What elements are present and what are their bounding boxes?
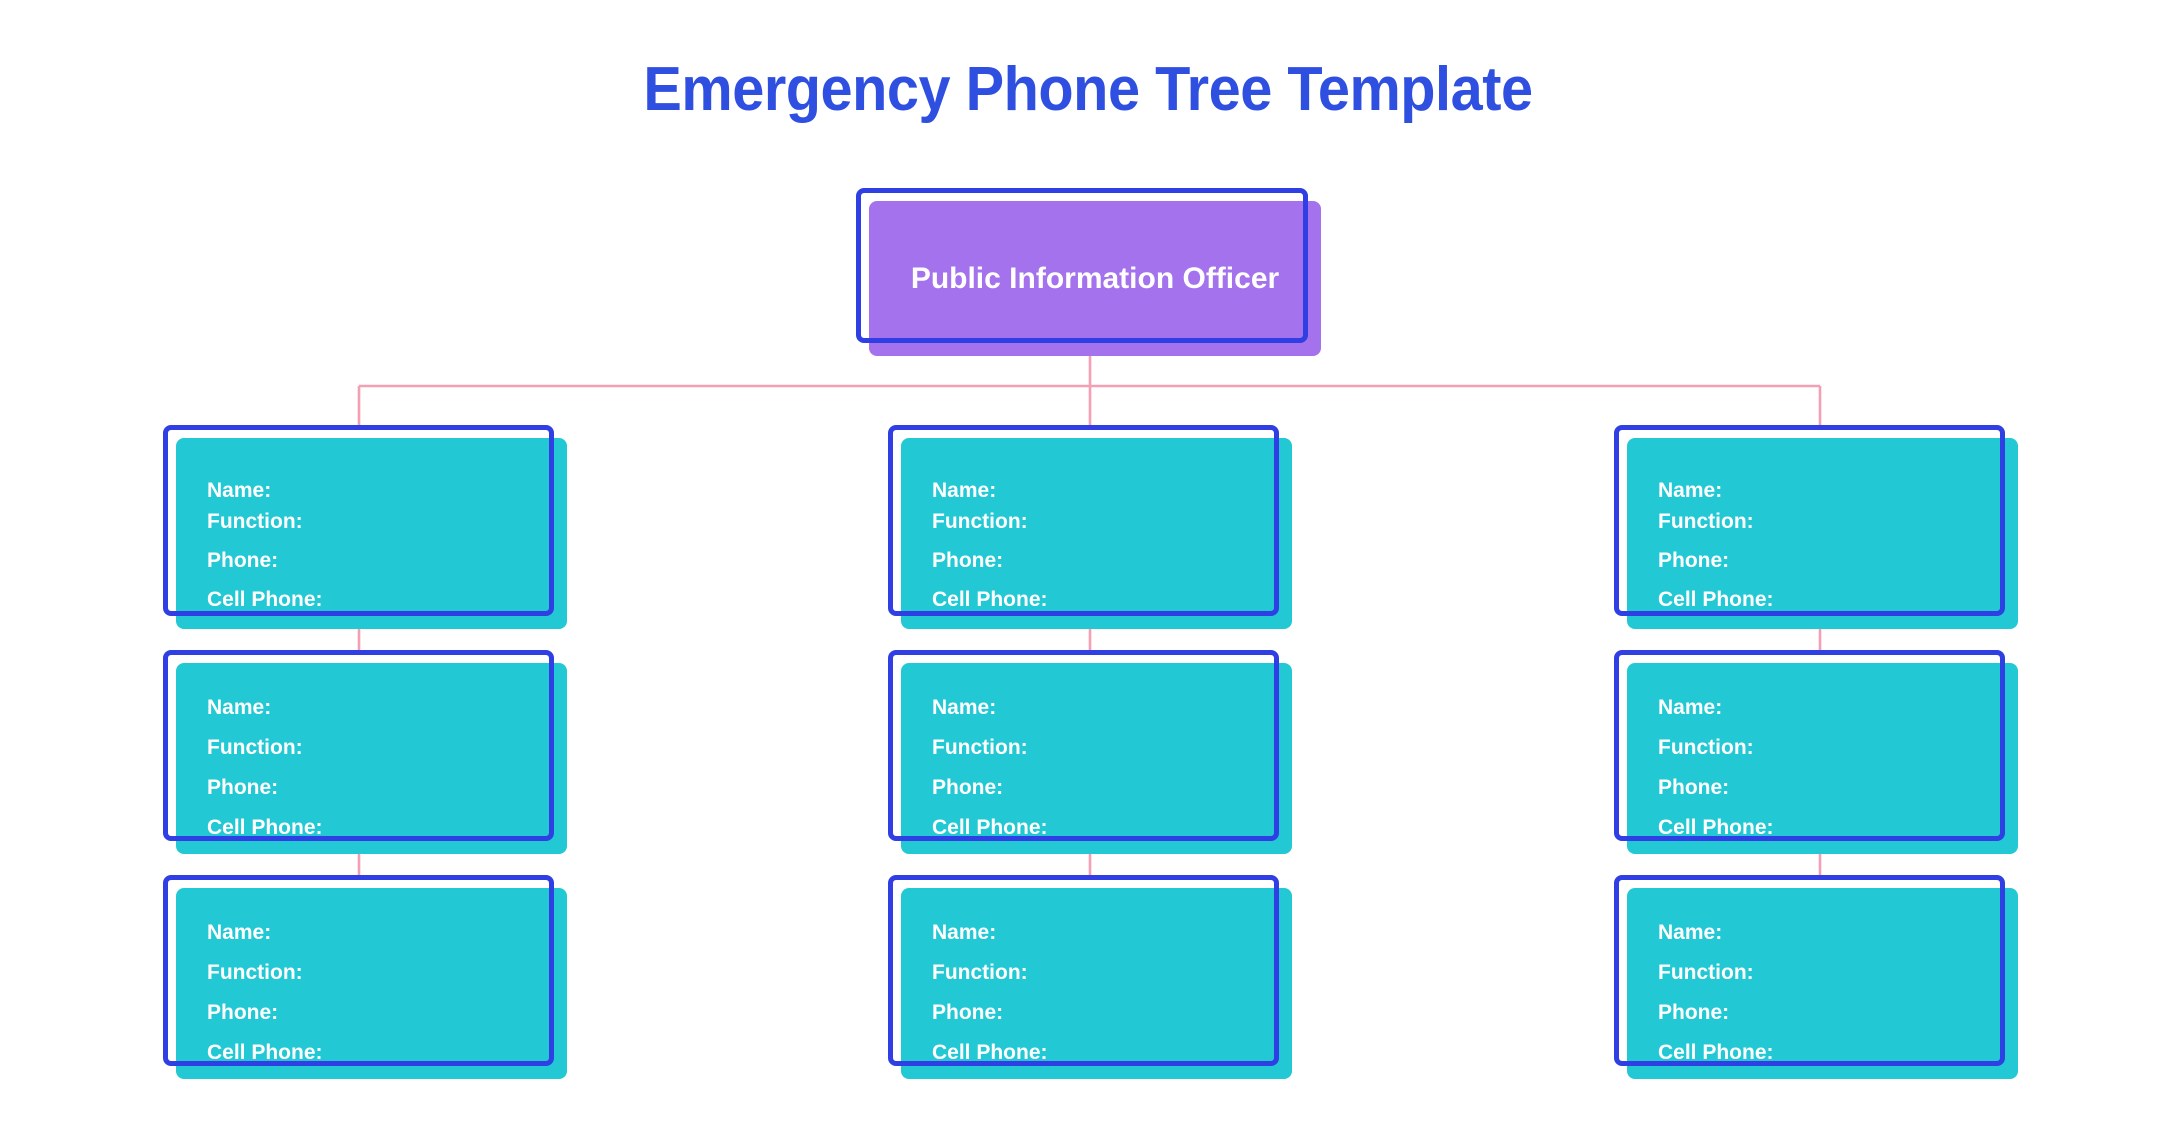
node-outline (1614, 650, 2005, 841)
contact-fields: Name: Function: Phone: Cell Phone: (207, 888, 547, 1079)
field-cell-phone: Cell Phone: (207, 588, 323, 611)
field-name: Name: (932, 696, 997, 719)
field-name: Name: (932, 921, 997, 944)
field-phone: Phone: (1658, 776, 1730, 799)
field-name: Name: (1658, 479, 1723, 502)
field-function: Function: (1658, 510, 1754, 533)
field-phone: Phone: (932, 549, 1004, 572)
node-fill (176, 888, 567, 1079)
field-phone: Phone: (932, 776, 1004, 799)
field-phone: Phone: (207, 1001, 279, 1024)
field-function: Function: (207, 736, 303, 759)
node-outline (888, 425, 1279, 616)
field-cell-phone: Cell Phone: (1658, 588, 1774, 611)
node-fill (176, 438, 567, 629)
node-fill (1627, 438, 2018, 629)
node-fill (1627, 888, 2018, 1079)
page-title: Emergency Phone Tree Template (643, 55, 1533, 124)
node-outline (163, 650, 554, 841)
field-phone: Phone: (207, 776, 279, 799)
node-outline (1614, 425, 2005, 616)
field-cell-phone: Cell Phone: (932, 1041, 1048, 1064)
node-outline (1614, 875, 2005, 1066)
node-outline (856, 188, 1308, 343)
field-function: Function: (1658, 961, 1754, 984)
field-function: Function: (932, 736, 1028, 759)
field-name: Name: (207, 479, 272, 502)
field-function: Function: (932, 961, 1028, 984)
node-outline (163, 425, 554, 616)
field-phone: Phone: (207, 549, 279, 572)
node-fill (901, 663, 1292, 854)
contact-fields: Name: Function: Phone: Cell Phone: (1658, 663, 1998, 854)
field-name: Name: (1658, 696, 1723, 719)
field-function: Function: (1658, 736, 1754, 759)
node-fill (176, 663, 567, 854)
field-function: Function: (932, 510, 1028, 533)
node-outline (163, 875, 554, 1066)
field-function: Function: (207, 961, 303, 984)
field-cell-phone: Cell Phone: (932, 588, 1048, 611)
contact-fields: Name: Function: Phone: Cell Phone: (207, 438, 547, 629)
field-name: Name: (207, 921, 272, 944)
field-name: Name: (932, 479, 997, 502)
field-cell-phone: Cell Phone: (207, 816, 323, 839)
field-function: Function: (207, 510, 303, 533)
contact-fields: Name: Function: Phone: Cell Phone: (1658, 888, 1998, 1079)
field-phone: Phone: (1658, 1001, 1730, 1024)
node-outline (888, 875, 1279, 1066)
node-fill (901, 438, 1292, 629)
field-phone: Phone: (932, 1001, 1004, 1024)
field-cell-phone: Cell Phone: (1658, 1041, 1774, 1064)
contact-fields: Name: Function: Phone: Cell Phone: (932, 663, 1272, 854)
node-outline (888, 650, 1279, 841)
field-name: Name: (1658, 921, 1723, 944)
field-cell-phone: Cell Phone: (1658, 816, 1774, 839)
contact-fields: Name: Function: Phone: Cell Phone: (207, 663, 547, 854)
node-fill (1627, 663, 2018, 854)
contact-fields: Name: Function: Phone: Cell Phone: (1658, 438, 1998, 629)
field-phone: Phone: (1658, 549, 1730, 572)
contact-fields: Name: Function: Phone: Cell Phone: (932, 888, 1272, 1079)
contact-fields: Name: Function: Phone: Cell Phone: (932, 438, 1272, 629)
field-cell-phone: Cell Phone: (932, 816, 1048, 839)
field-name: Name: (207, 696, 272, 719)
node-fill (869, 201, 1321, 356)
field-cell-phone: Cell Phone: (207, 1041, 323, 1064)
node-fill (901, 888, 1292, 1079)
